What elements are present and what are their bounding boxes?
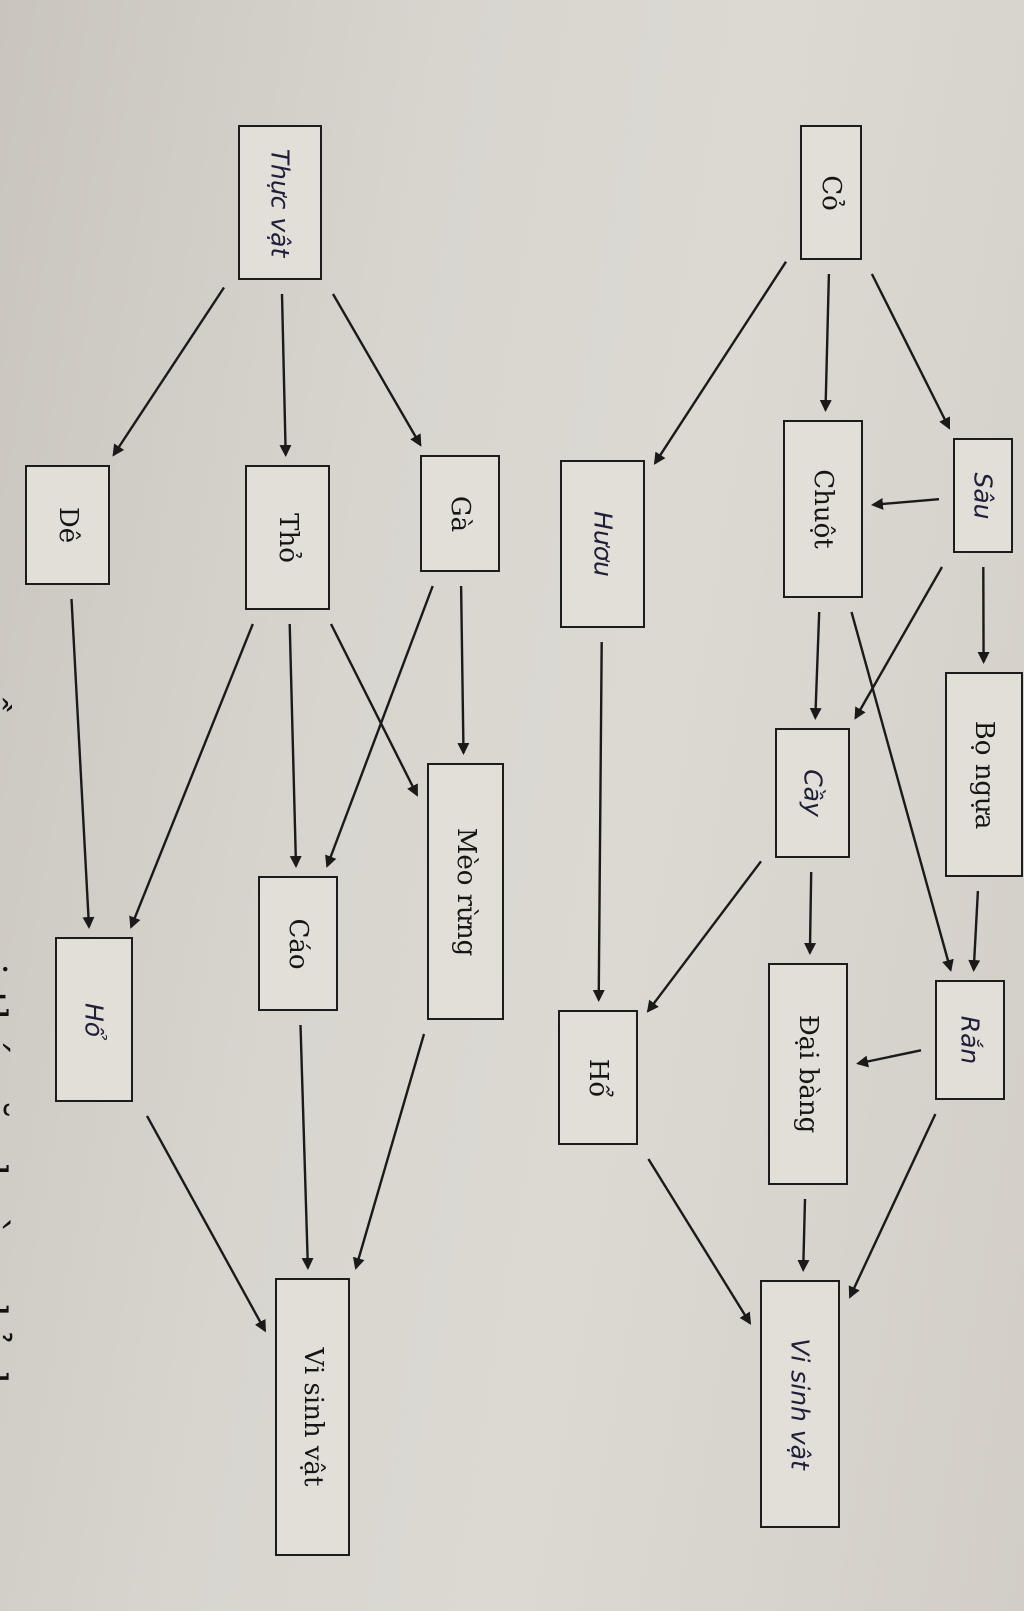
edge-cay-to-ho-tiger	[646, 860, 762, 1013]
edge-dai-bang-to-vsv-right	[797, 1198, 810, 1272]
edge-chuot-to-cay	[809, 611, 822, 720]
edge-bo-ngua-to-ran	[968, 890, 981, 972]
node-meo-rung: Mèo rừng	[427, 763, 504, 1020]
node-label: Cỏ	[816, 174, 846, 211]
node-co: Cỏ	[800, 125, 862, 260]
node-label: Chuột	[808, 469, 838, 549]
node-label: Sâu	[968, 471, 998, 520]
node-vi-sinh-vat-left: Vi sinh vật	[275, 1278, 350, 1556]
edge-ga-to-meo-rung	[457, 585, 470, 755]
edge-ga-to-cao	[325, 585, 434, 868]
edge-tho-to-meo-rung	[329, 623, 419, 797]
edge-cay-to-dai-bang	[804, 871, 817, 955]
node-label: Cầy	[798, 769, 827, 817]
edge-de-to-ho-left	[70, 598, 95, 929]
node-chuot: Chuột	[783, 420, 863, 598]
node-bo-ngua: Bọ ngựa	[945, 672, 1023, 877]
node-label: Bọ ngựa	[969, 720, 999, 829]
edge-huou-to-ho-tiger	[592, 641, 605, 1002]
node-thuc-vat: Thực vật	[238, 125, 322, 280]
edge-tho-to-cao	[288, 623, 302, 868]
edge-sau-to-cay	[854, 566, 944, 720]
node-cay: Cầy	[775, 728, 850, 858]
node-ho-tiger: Hổ	[558, 1010, 638, 1145]
node-ran: Rắn	[935, 980, 1005, 1100]
node-label: Mèo rừng	[450, 827, 481, 956]
node-label: Rắn	[955, 1015, 985, 1065]
edge-ho-left-to-vsv-left	[145, 1115, 267, 1333]
node-huou: Hươu	[560, 460, 645, 628]
node-label: Cáo	[283, 917, 313, 970]
node-label: Gà	[445, 495, 475, 532]
edge-meo-rung-to-vsv-left	[352, 1033, 426, 1270]
bottom-caption: ...ều ... ... ... ...i thức ăn hoàn chỉn…	[0, 650, 14, 1399]
node-label: Vi sinh vật	[297, 1347, 328, 1487]
node-de: Dê	[25, 465, 110, 585]
node-label: Thực vật	[265, 148, 295, 257]
edge-chuot-to-ran	[850, 611, 954, 972]
node-label: Hổ	[583, 1058, 613, 1097]
edge-co-to-huou	[653, 261, 788, 465]
node-label: Vi sinh vật	[785, 1338, 815, 1470]
node-label: Dê	[52, 506, 83, 544]
edge-thuc-vat-to-ga	[331, 293, 422, 447]
edge-ran-to-vsv-right	[848, 1113, 937, 1299]
edge-thuc-vat-to-de	[112, 286, 226, 457]
edge-cao-to-vsv-left	[299, 1024, 314, 1270]
node-ga: Gà	[420, 455, 500, 572]
node-sau: Sâu	[953, 438, 1013, 553]
node-vi-sinh-vat-right: Vi sinh vật	[760, 1280, 840, 1528]
node-label: Hươu	[588, 511, 617, 577]
edge-thuc-vat-to-tho	[279, 293, 292, 457]
edge-co-to-chuot	[819, 273, 832, 412]
node-label: Đại bàng	[793, 1014, 823, 1134]
node-tho: Thỏ	[245, 465, 330, 610]
edge-ho-tiger-to-vsv-right	[647, 1158, 752, 1325]
node-ho-left: Hổ	[55, 937, 133, 1102]
edge-ran-to-dai-bang	[856, 1049, 922, 1068]
edge-sau-to-chuot	[871, 497, 940, 510]
edge-tho-to-ho-left	[129, 623, 254, 929]
node-label: Hổ	[79, 1002, 109, 1037]
edge-co-to-sau	[870, 273, 951, 430]
node-label: Thỏ	[272, 512, 303, 563]
node-dai-bang: Đại bàng	[768, 963, 848, 1185]
node-cao: Cáo	[258, 876, 338, 1011]
